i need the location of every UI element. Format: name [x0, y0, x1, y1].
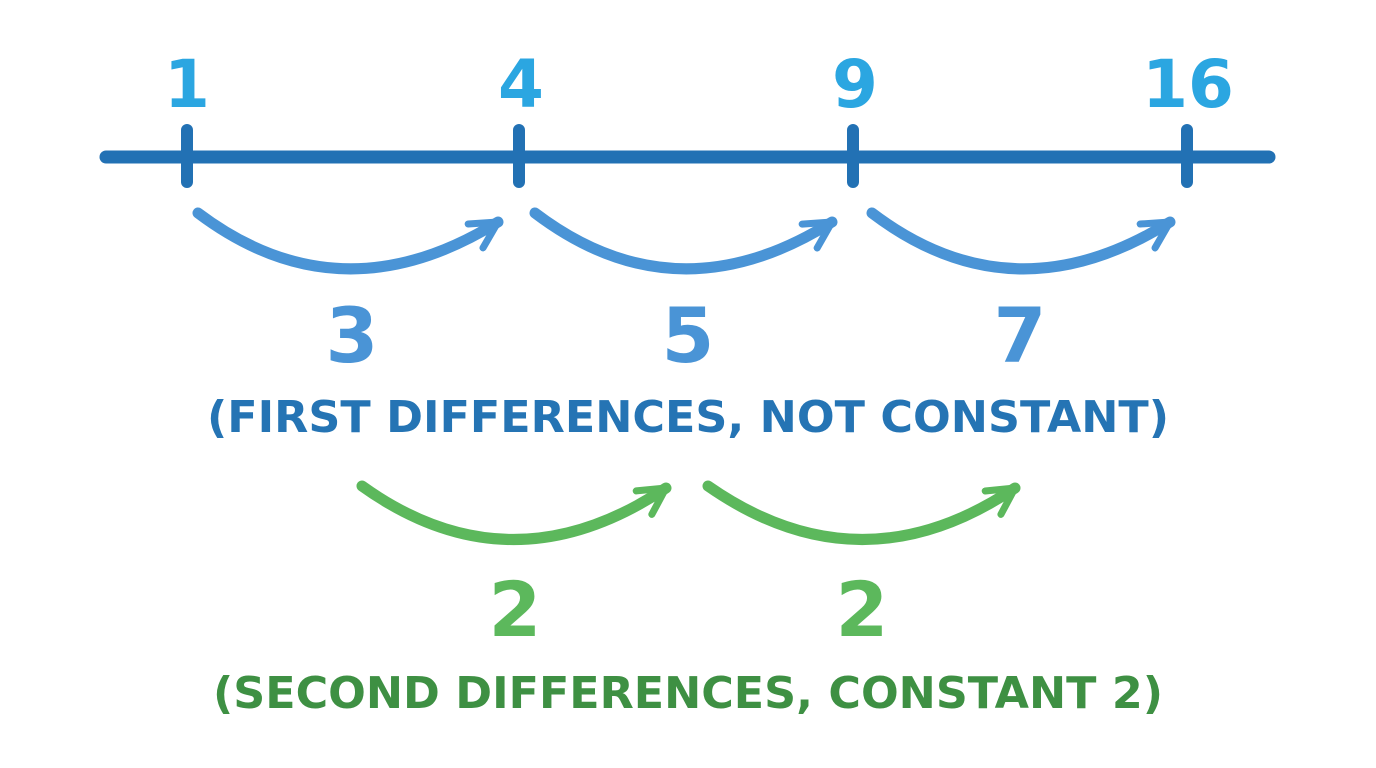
sequence-value: 4 — [498, 46, 544, 123]
second-differences-caption: (SECOND DIFFERENCES, CONSTANT 2) — [213, 668, 1163, 719]
second-difference-labels: 2 2 — [489, 565, 889, 654]
first-difference-labels: 3 5 7 — [326, 291, 1047, 380]
sequence-value: 16 — [1142, 46, 1234, 123]
first-differences-caption: (FIRST DIFFERENCES, NOT CONSTANT) — [207, 392, 1169, 443]
first-difference-value: 3 — [326, 291, 379, 380]
first-difference-arrows — [192, 207, 1176, 275]
sequence-value: 9 — [832, 46, 878, 123]
number-line-ticks — [181, 124, 1193, 188]
second-difference-arrow — [356, 480, 672, 545]
first-difference-value: 7 — [994, 291, 1047, 380]
first-difference-arrow — [529, 207, 838, 275]
first-difference-arrow — [866, 207, 1176, 275]
second-difference-arrow — [702, 480, 1021, 545]
sequence-value: 1 — [164, 46, 210, 123]
second-difference-value: 2 — [489, 565, 542, 654]
second-difference-arrows — [356, 480, 1021, 545]
first-difference-value: 5 — [662, 291, 715, 380]
sequence-labels: 1 4 9 16 — [164, 46, 1234, 123]
first-difference-arrow — [192, 207, 504, 275]
second-difference-value: 2 — [836, 565, 889, 654]
